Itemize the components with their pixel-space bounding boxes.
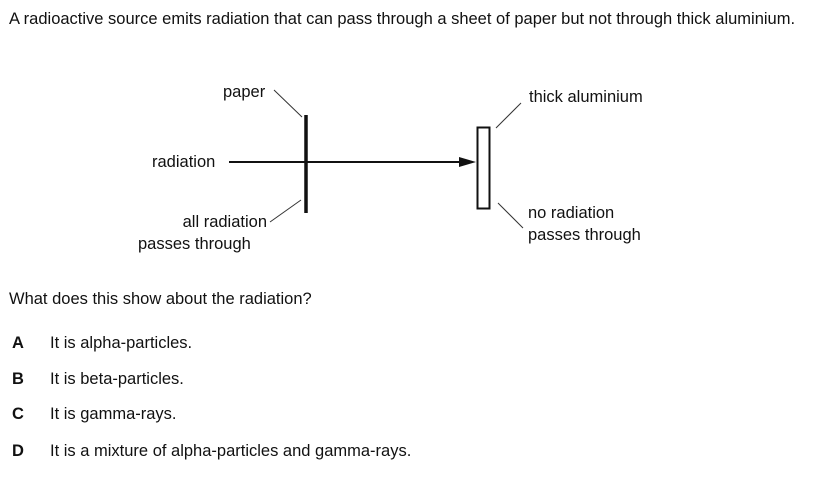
option-text: It is alpha-particles.: [50, 334, 193, 352]
none-passes-leader-line: [497, 202, 524, 229]
paper-leader-line: [273, 89, 303, 118]
option-letter: D: [12, 442, 24, 460]
all-passes-label-line1: all radiation: [182, 213, 267, 231]
arrow-head: [459, 157, 476, 167]
option-text: It is gamma-rays.: [50, 405, 177, 423]
all-passes-leader-line: [269, 199, 302, 223]
option-text: It is beta-particles.: [50, 370, 184, 388]
option-letter: A: [12, 334, 24, 352]
none-passes-label-line2: passes through: [528, 226, 641, 244]
question-stem: A radioactive source emits radiation tha…: [9, 10, 796, 28]
radiation-label: radiation: [152, 153, 216, 171]
all-passes-label-line2: passes through: [138, 235, 251, 253]
option-text: It is a mixture of alpha-particles and g…: [50, 442, 412, 460]
option-letter: C: [12, 405, 24, 423]
aluminium-leader-line: [495, 102, 522, 129]
paper-label: paper: [223, 83, 266, 101]
option-letter: B: [12, 370, 24, 388]
question-prompt: What does this show about the radiation?: [9, 290, 312, 308]
aluminium-label: thick aluminium: [529, 88, 643, 106]
aluminium-block: [476, 126, 491, 210]
none-passes-label-line1: no radiation: [528, 204, 615, 222]
